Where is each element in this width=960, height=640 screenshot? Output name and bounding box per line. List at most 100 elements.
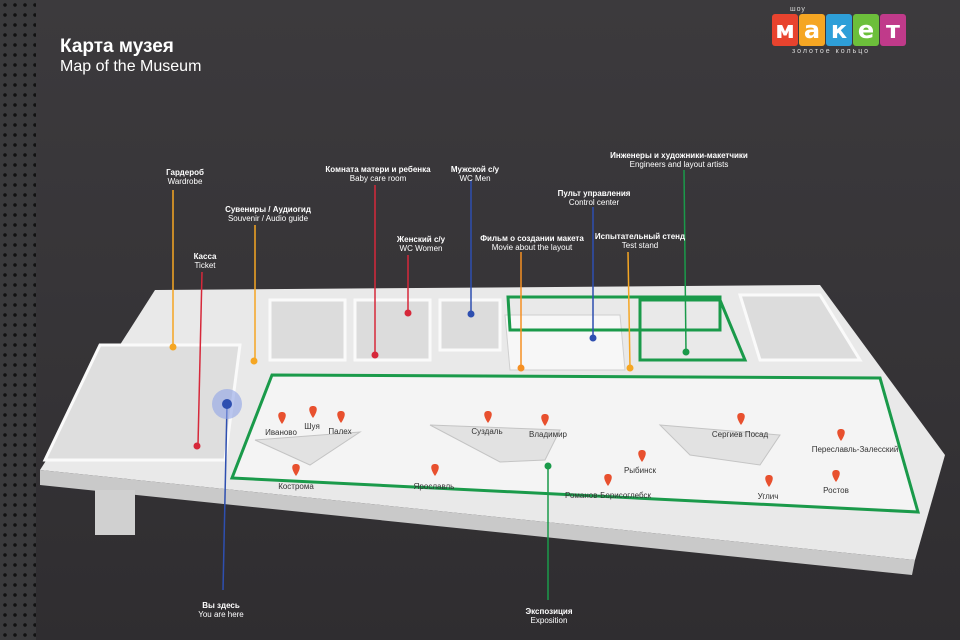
label-en: Souvenir / Audio guide bbox=[227, 214, 309, 224]
label-wardrobe: Гардероб Wardrobe bbox=[166, 168, 204, 186]
dot-test-stand bbox=[626, 364, 634, 372]
pin-icon bbox=[832, 470, 840, 482]
layout-table bbox=[254, 431, 362, 466]
entrance-door bbox=[95, 490, 135, 535]
map-title-ru: Карта музея bbox=[60, 36, 174, 57]
label-ru: Фильм о создании макета bbox=[480, 234, 584, 243]
city-label: Ярославль bbox=[413, 482, 455, 491]
dot-wardrobe bbox=[169, 343, 177, 351]
city-label: Владимир bbox=[528, 430, 568, 439]
label-you-are-here: Вы здесь You are here bbox=[198, 601, 244, 619]
city-label: Палех bbox=[328, 427, 352, 436]
label-ru: Инженеры и художники-макетчики bbox=[610, 151, 748, 160]
dot-engineers bbox=[682, 348, 690, 356]
label-en: Exposition bbox=[530, 616, 568, 626]
dot-souvenir bbox=[250, 357, 258, 365]
logo-letter: е bbox=[853, 14, 879, 46]
label-en: Ticket bbox=[194, 261, 216, 271]
city-label: Углич bbox=[757, 492, 779, 501]
city-label: Рыбинск bbox=[623, 466, 657, 475]
back-room-right bbox=[737, 293, 863, 362]
you-are-here-marker bbox=[222, 399, 232, 409]
logo-top-text: шоу bbox=[790, 6, 806, 13]
dot-exposition bbox=[544, 462, 552, 470]
label-movie: Фильм о создании макета Movie about the … bbox=[480, 234, 584, 252]
pin-icon bbox=[737, 413, 745, 425]
dot-movie bbox=[517, 364, 525, 372]
label-test-stand: Испытательный стенд Test stand bbox=[595, 232, 685, 250]
city-label: Ростов bbox=[823, 486, 849, 495]
logo-letter: м bbox=[772, 14, 798, 46]
label-ru: Вы здесь bbox=[202, 601, 240, 610]
lobby bbox=[42, 343, 242, 462]
label-en: WC Women bbox=[399, 244, 443, 254]
label-ru: Комната матери и ребенка bbox=[325, 165, 431, 174]
dot-wc-women bbox=[404, 309, 412, 317]
pin-icon bbox=[541, 414, 549, 426]
exposition-outline bbox=[229, 373, 921, 514]
label-en: Movie about the layout bbox=[491, 243, 573, 253]
label-baby-care: Комната матери и ребенка Baby care room bbox=[325, 165, 430, 183]
label-control: Пульт управления Control center bbox=[558, 189, 631, 207]
pin-icon bbox=[604, 474, 612, 486]
label-exposition: Экспозиция Exposition bbox=[525, 607, 572, 625]
label-ru: Касса bbox=[193, 252, 217, 261]
show-maket-logo: шоу м а к е т золотое кольцо bbox=[772, 6, 936, 60]
dot-wc-men bbox=[467, 310, 475, 318]
pin-icon bbox=[292, 464, 300, 476]
label-en: You are here bbox=[198, 610, 244, 620]
city-label: Кострома bbox=[278, 482, 314, 491]
engineers-area-outline bbox=[638, 298, 748, 362]
dot-ticket bbox=[193, 442, 201, 450]
label-ticket: Касса Ticket bbox=[194, 252, 217, 270]
map-title-en: Map of the Museum bbox=[60, 58, 202, 75]
leader-line-you-are-here bbox=[222, 403, 228, 591]
label-ru: Экспозиция bbox=[525, 607, 573, 616]
dot-control bbox=[589, 334, 597, 342]
exposition-floor bbox=[232, 375, 918, 510]
label-en: Test stand bbox=[621, 241, 659, 251]
logo-letter: к bbox=[826, 14, 852, 46]
label-en: Engineers and layout artists bbox=[629, 160, 729, 170]
label-en: WC Men bbox=[459, 174, 491, 184]
control-center-room bbox=[504, 314, 626, 371]
leader-line-ticket bbox=[197, 271, 203, 446]
baby-care-room bbox=[353, 298, 432, 362]
pin-icon bbox=[837, 429, 845, 441]
pin-icon bbox=[431, 464, 439, 476]
label-en: Control center bbox=[568, 198, 620, 208]
label-ru: Испытательный стенд bbox=[594, 232, 686, 241]
leader-line-test-stand bbox=[627, 251, 631, 369]
pin-icon bbox=[309, 406, 317, 418]
city-label: Романов-Борисоглебск bbox=[564, 491, 652, 500]
city-label: Переславль-Залесский bbox=[811, 445, 899, 454]
pin-icon bbox=[337, 411, 345, 423]
engineers-corridor-outline bbox=[506, 295, 722, 332]
city-pins bbox=[278, 406, 845, 487]
pin-icon bbox=[278, 412, 286, 424]
city-label: Суздаль bbox=[471, 427, 503, 436]
layout-table bbox=[429, 424, 561, 463]
pin-icon bbox=[484, 411, 492, 423]
dot-baby-care bbox=[371, 351, 379, 359]
label-ru: Сувениры / Аудиогид bbox=[225, 205, 311, 214]
logo-letters: м а к е т bbox=[772, 14, 906, 46]
layout-table bbox=[658, 424, 781, 466]
pin-icon bbox=[638, 450, 646, 462]
label-wc-women: Женский с/у WC Women bbox=[397, 235, 445, 253]
back-room bbox=[268, 298, 347, 362]
label-ru: Женский с/у bbox=[396, 235, 446, 244]
pin-icon bbox=[765, 475, 773, 487]
building-front-edge bbox=[40, 470, 915, 575]
wc-room bbox=[438, 298, 502, 352]
label-ru: Гардероб bbox=[166, 168, 204, 177]
label-ru: Мужской с/у bbox=[450, 165, 500, 174]
logo-letter: т bbox=[880, 14, 906, 46]
logo-letter: а bbox=[799, 14, 825, 46]
label-souvenir: Сувениры / Аудиогид Souvenir / Audio gui… bbox=[225, 205, 311, 223]
label-en: Wardrobe bbox=[167, 177, 203, 187]
city-label: Иваново bbox=[265, 428, 297, 437]
label-en: Baby care room bbox=[349, 174, 407, 184]
label-wc-men: Мужской с/у WC Men bbox=[451, 165, 499, 183]
